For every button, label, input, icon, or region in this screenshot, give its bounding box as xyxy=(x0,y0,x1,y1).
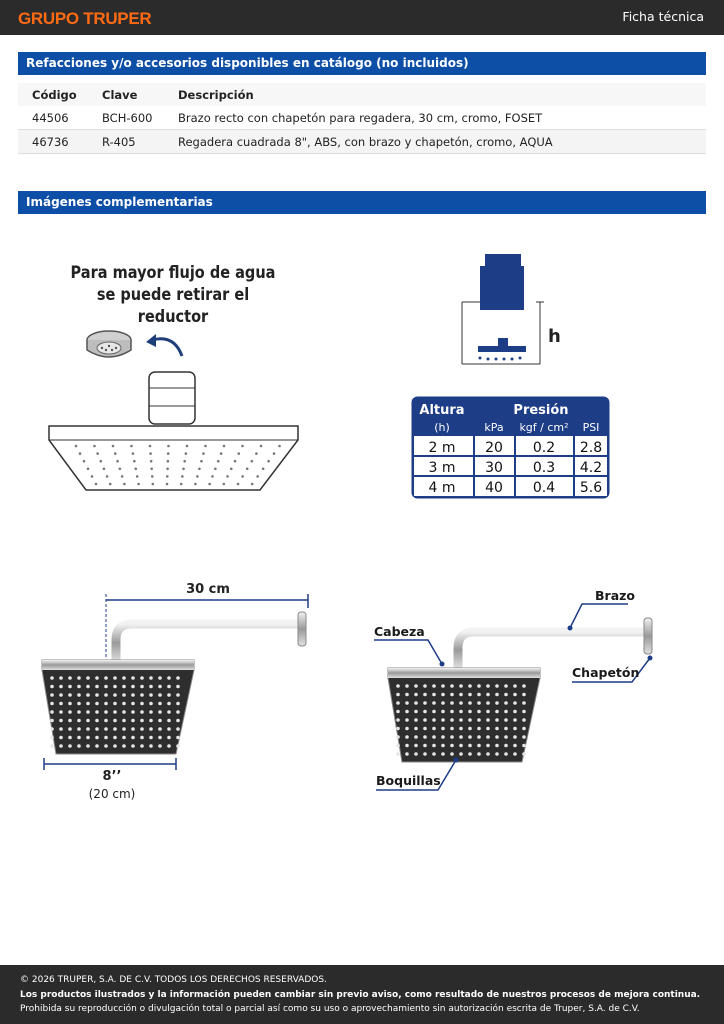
footer-legal: Prohibida su reproducción o divulgación … xyxy=(20,1004,640,1014)
column-header-clave: Clave xyxy=(88,83,164,106)
pressure-header-altura: Altura xyxy=(419,403,464,418)
table-row: 46736 R-405 Regadera cuadrada 8", ABS, c… xyxy=(18,129,706,154)
parts-illustration: Brazo Cabeza Chapetón Boquillas xyxy=(374,588,653,791)
part-label-brazo: Brazo xyxy=(595,588,635,603)
height-label: h xyxy=(548,326,561,347)
pressure-cell: 4.2 xyxy=(580,460,602,476)
head-size-label: 8’’ xyxy=(103,769,122,784)
part-label-chapeton: Chapetón xyxy=(572,665,639,680)
pressure-cell: 3 m xyxy=(429,460,456,476)
footer-copyright: © 2026 TRUPER, S.A. DE C.V. TODOS LOS DE… xyxy=(20,975,327,985)
reducer-removal-illustration xyxy=(86,330,184,358)
reducer-caption-line2: se puede retirar el reductor xyxy=(96,285,250,326)
cell-clave: R-405 xyxy=(88,129,164,154)
pressure-subheader-h: (h) xyxy=(434,421,450,434)
pressure-cell: 40 xyxy=(485,480,503,496)
pressure-header-presion: Presión xyxy=(513,403,568,418)
cell-descripcion: Brazo recto con chapetón para regadera, … xyxy=(164,106,706,130)
document-type: Ficha técnica xyxy=(622,9,704,24)
footer: © 2026 TRUPER, S.A. DE C.V. TODOS LOS DE… xyxy=(0,965,724,1024)
column-header-descripcion: Descripción xyxy=(164,83,706,106)
pressure-subheader-psi: PSI xyxy=(583,421,600,434)
reducer-caption: Para mayor flujo de agua se puede retira… xyxy=(63,262,283,328)
table-row: 44506 BCH-600 Brazo recto con chapetón p… xyxy=(18,106,706,130)
pressure-cell: 2.8 xyxy=(580,440,602,456)
top-bar: GRUPO TRUPER Ficha técnica xyxy=(0,0,724,35)
pressure-cell: 30 xyxy=(485,460,503,476)
part-label-cabeza: Cabeza xyxy=(374,624,425,639)
reducer-icon xyxy=(86,330,132,358)
pressure-cell: 20 xyxy=(485,440,503,456)
height-diagram: h xyxy=(461,254,561,365)
part-label-boquillas: Boquillas xyxy=(376,773,441,788)
footer-disclaimer: Los productos ilustrados y la informació… xyxy=(20,990,701,1000)
cell-codigo: 44506 xyxy=(18,106,88,130)
table-header-row: Código Clave Descripción xyxy=(18,83,706,106)
pressure-cell: 2 m xyxy=(429,440,456,456)
pressure-cell: 5.6 xyxy=(580,480,602,496)
nozzle-dots xyxy=(396,684,526,756)
pressure-cell: 4 m xyxy=(429,480,456,496)
arrow-icon xyxy=(151,337,184,357)
nozzle-dots xyxy=(50,676,180,748)
pressure-subheader-kgf: kgf / cm² xyxy=(519,421,568,434)
images-section-title: Imágenes complementarias xyxy=(18,191,706,214)
shower-head-top-view xyxy=(48,371,299,491)
arm-length-label: 30 cm xyxy=(186,582,230,597)
pressure-cell: 0.3 xyxy=(533,460,555,476)
pressure-cell: 0.2 xyxy=(533,440,555,456)
pressure-subheader-kpa: kPa xyxy=(484,421,503,434)
cell-descripcion: Regadera cuadrada 8", ABS, con brazo y c… xyxy=(164,129,706,154)
pressure-cell: 0.4 xyxy=(533,480,555,496)
cell-codigo: 46736 xyxy=(18,129,88,154)
accessories-section-title: Refacciones y/o accesorios disponibles e… xyxy=(18,52,706,75)
pressure-table: Altura Presión (h) kPa kgf / cm² PSI 2 m… xyxy=(411,396,610,499)
dimension-illustration: 30 cm 8’’ (20 cm) xyxy=(41,582,309,801)
brand-logo: GRUPO TRUPER xyxy=(18,9,152,28)
column-header-codigo: Código xyxy=(18,83,88,106)
head-size-cm-label: (20 cm) xyxy=(89,787,136,801)
accessories-table: Código Clave Descripción 44506 BCH-600 B… xyxy=(18,83,706,154)
cell-clave: BCH-600 xyxy=(88,106,164,130)
reducer-caption-line1: Para mayor flujo de agua xyxy=(70,263,276,282)
nozzle-dots xyxy=(74,444,281,486)
